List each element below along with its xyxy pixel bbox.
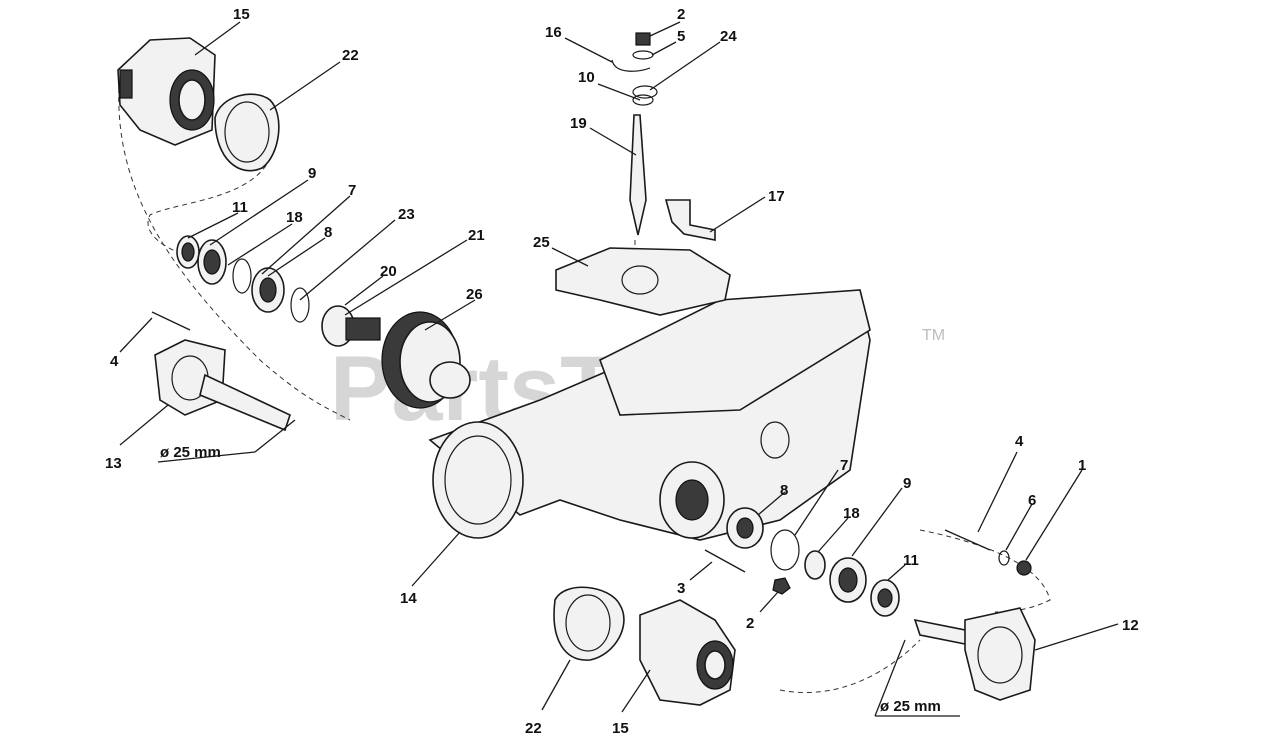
- callout-8-left: 8: [324, 224, 332, 241]
- part-shift-lever: [629, 114, 647, 236]
- watermark-trademark: TM: [922, 327, 945, 344]
- callout-10: 10: [578, 69, 595, 86]
- callout-25: 25: [533, 234, 550, 251]
- callout-14: 14: [400, 590, 417, 607]
- callout-9-left: 9: [308, 165, 316, 182]
- callout-17: 17: [768, 188, 785, 205]
- part-left-stack: [176, 235, 381, 347]
- part-right-pin-nut: [944, 529, 1032, 576]
- callout-15-bottom: 15: [612, 720, 629, 737]
- part-hub-top: [117, 37, 216, 146]
- callout-12: 12: [1122, 617, 1139, 634]
- callout-7-right: 7: [840, 457, 848, 474]
- callout-22-bottom: 22: [525, 720, 542, 737]
- callout-2-bottom: 2: [746, 615, 754, 632]
- callout-9-right: 9: [903, 475, 911, 492]
- callout-5: 5: [677, 28, 685, 45]
- callout-8-right: 8: [780, 482, 788, 499]
- callout-13: 13: [105, 455, 122, 472]
- callout-23: 23: [398, 206, 415, 223]
- dimension-label-left: ø 25 mm: [160, 444, 221, 461]
- callout-1: 1: [1078, 457, 1086, 474]
- part-axle-left: [154, 339, 291, 432]
- part-ring-gear: [381, 311, 471, 409]
- dimension-label-right: ø 25 mm: [880, 698, 941, 715]
- callout-4-right: 4: [1015, 433, 1024, 450]
- callout-6: 6: [1028, 492, 1036, 509]
- callout-24: 24: [720, 28, 737, 45]
- part-bracket: [664, 199, 716, 241]
- assembly-path-left: [118, 69, 351, 421]
- callout-26: 26: [466, 286, 483, 303]
- part-gasket-bottom: [553, 586, 625, 661]
- part-axle-right: [913, 607, 1036, 701]
- part-pin-left: [151, 311, 191, 331]
- part-gasket-top: [214, 93, 280, 172]
- part-right-stack: [704, 507, 900, 617]
- assembly-path-right-2: [779, 639, 921, 694]
- callout-18-left: 18: [286, 209, 303, 226]
- callout-11-right: 11: [903, 552, 919, 569]
- callout-3: 3: [677, 580, 685, 597]
- callout-21: 21: [468, 227, 485, 244]
- callout-15-top: 15: [233, 6, 250, 23]
- assembly-path-left-2: [147, 139, 276, 256]
- part-hub-bottom: [639, 599, 736, 706]
- callout-18-right: 18: [843, 505, 860, 522]
- callout-19: 19: [570, 115, 587, 132]
- callout-16: 16: [545, 24, 562, 41]
- callout-20: 20: [380, 263, 397, 280]
- part-cover-plate: [555, 247, 731, 316]
- leader-lines: [119, 21, 1119, 717]
- callout-2-top: 2: [677, 6, 685, 23]
- callout-11-left: 11: [232, 199, 248, 216]
- callout-7-left: 7: [348, 182, 356, 199]
- part-top-small: [611, 32, 658, 106]
- callout-4-left: 4: [110, 353, 119, 370]
- part-main-housing: [428, 289, 871, 541]
- callout-22-top: 22: [342, 47, 359, 64]
